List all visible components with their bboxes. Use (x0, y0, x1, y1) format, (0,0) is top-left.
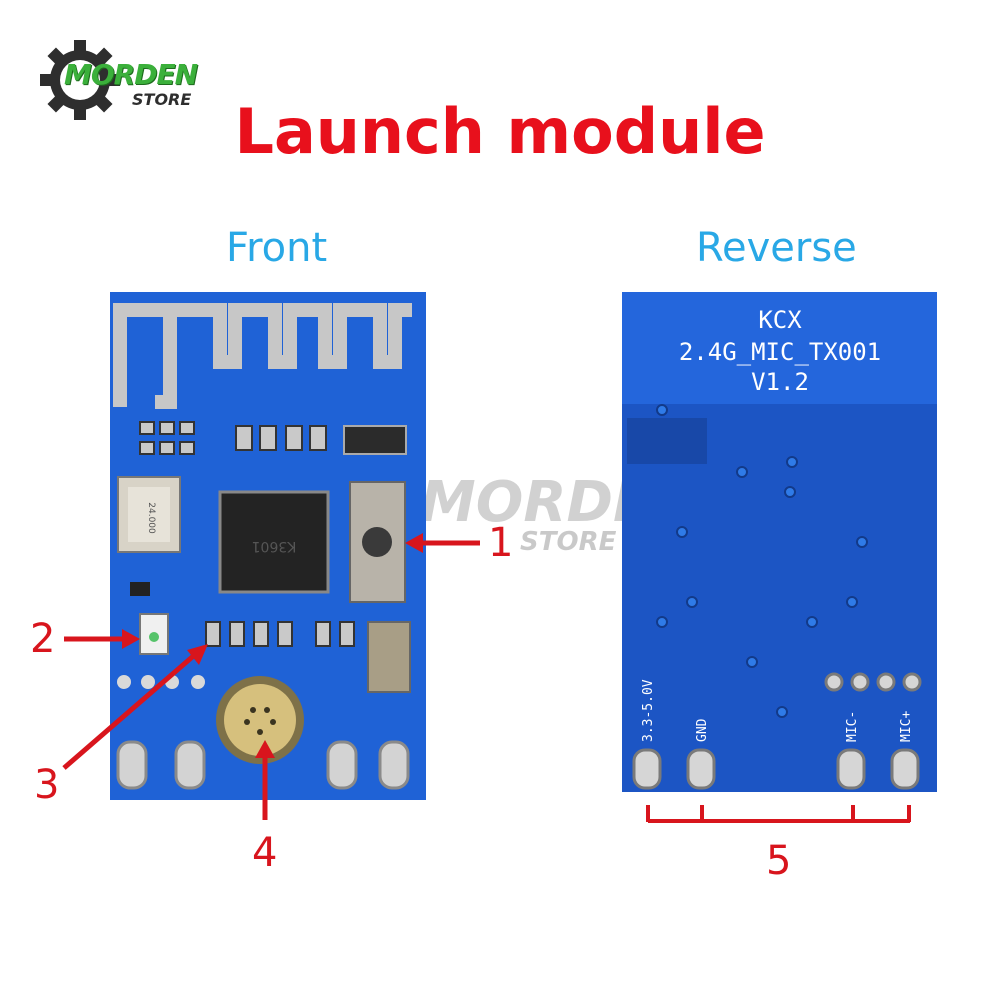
callout-1: 1 (488, 520, 514, 566)
callout-2: 2 (30, 616, 56, 662)
callout-5: 5 (766, 838, 792, 884)
callout-4: 4 (252, 830, 278, 876)
pin-label-1: 3.3-5.0V (641, 679, 656, 742)
crystal-marking: 24.000 (146, 502, 156, 534)
reverse-board: KCX 2.4G_MIC_TX001 V1.2 3.3-5.0V GND MIC… (622, 292, 937, 792)
brand-sub: STORE (132, 90, 192, 109)
pin-label-3: MIC- (845, 711, 860, 742)
front-label: Front (226, 225, 328, 271)
callout-3: 3 (34, 762, 60, 808)
front-board: 24.000 K3601 (110, 292, 426, 800)
silkscreen-line1: KCX (758, 306, 802, 334)
pin-label-2: GND (695, 718, 710, 742)
brand-name: MORDEN (64, 58, 198, 91)
silkscreen-line3: V1.2 (751, 368, 809, 396)
silkscreen-line2: 2.4G_MIC_TX001 (679, 338, 881, 366)
gear-icon (40, 40, 120, 120)
chip-marking: K3601 (252, 538, 297, 554)
page-title: Launch module (234, 95, 766, 168)
brand-logo: MORDEN STORE (40, 40, 220, 120)
reverse-label: Reverse (696, 225, 857, 271)
pin-label-4: MIC+ (899, 711, 914, 742)
